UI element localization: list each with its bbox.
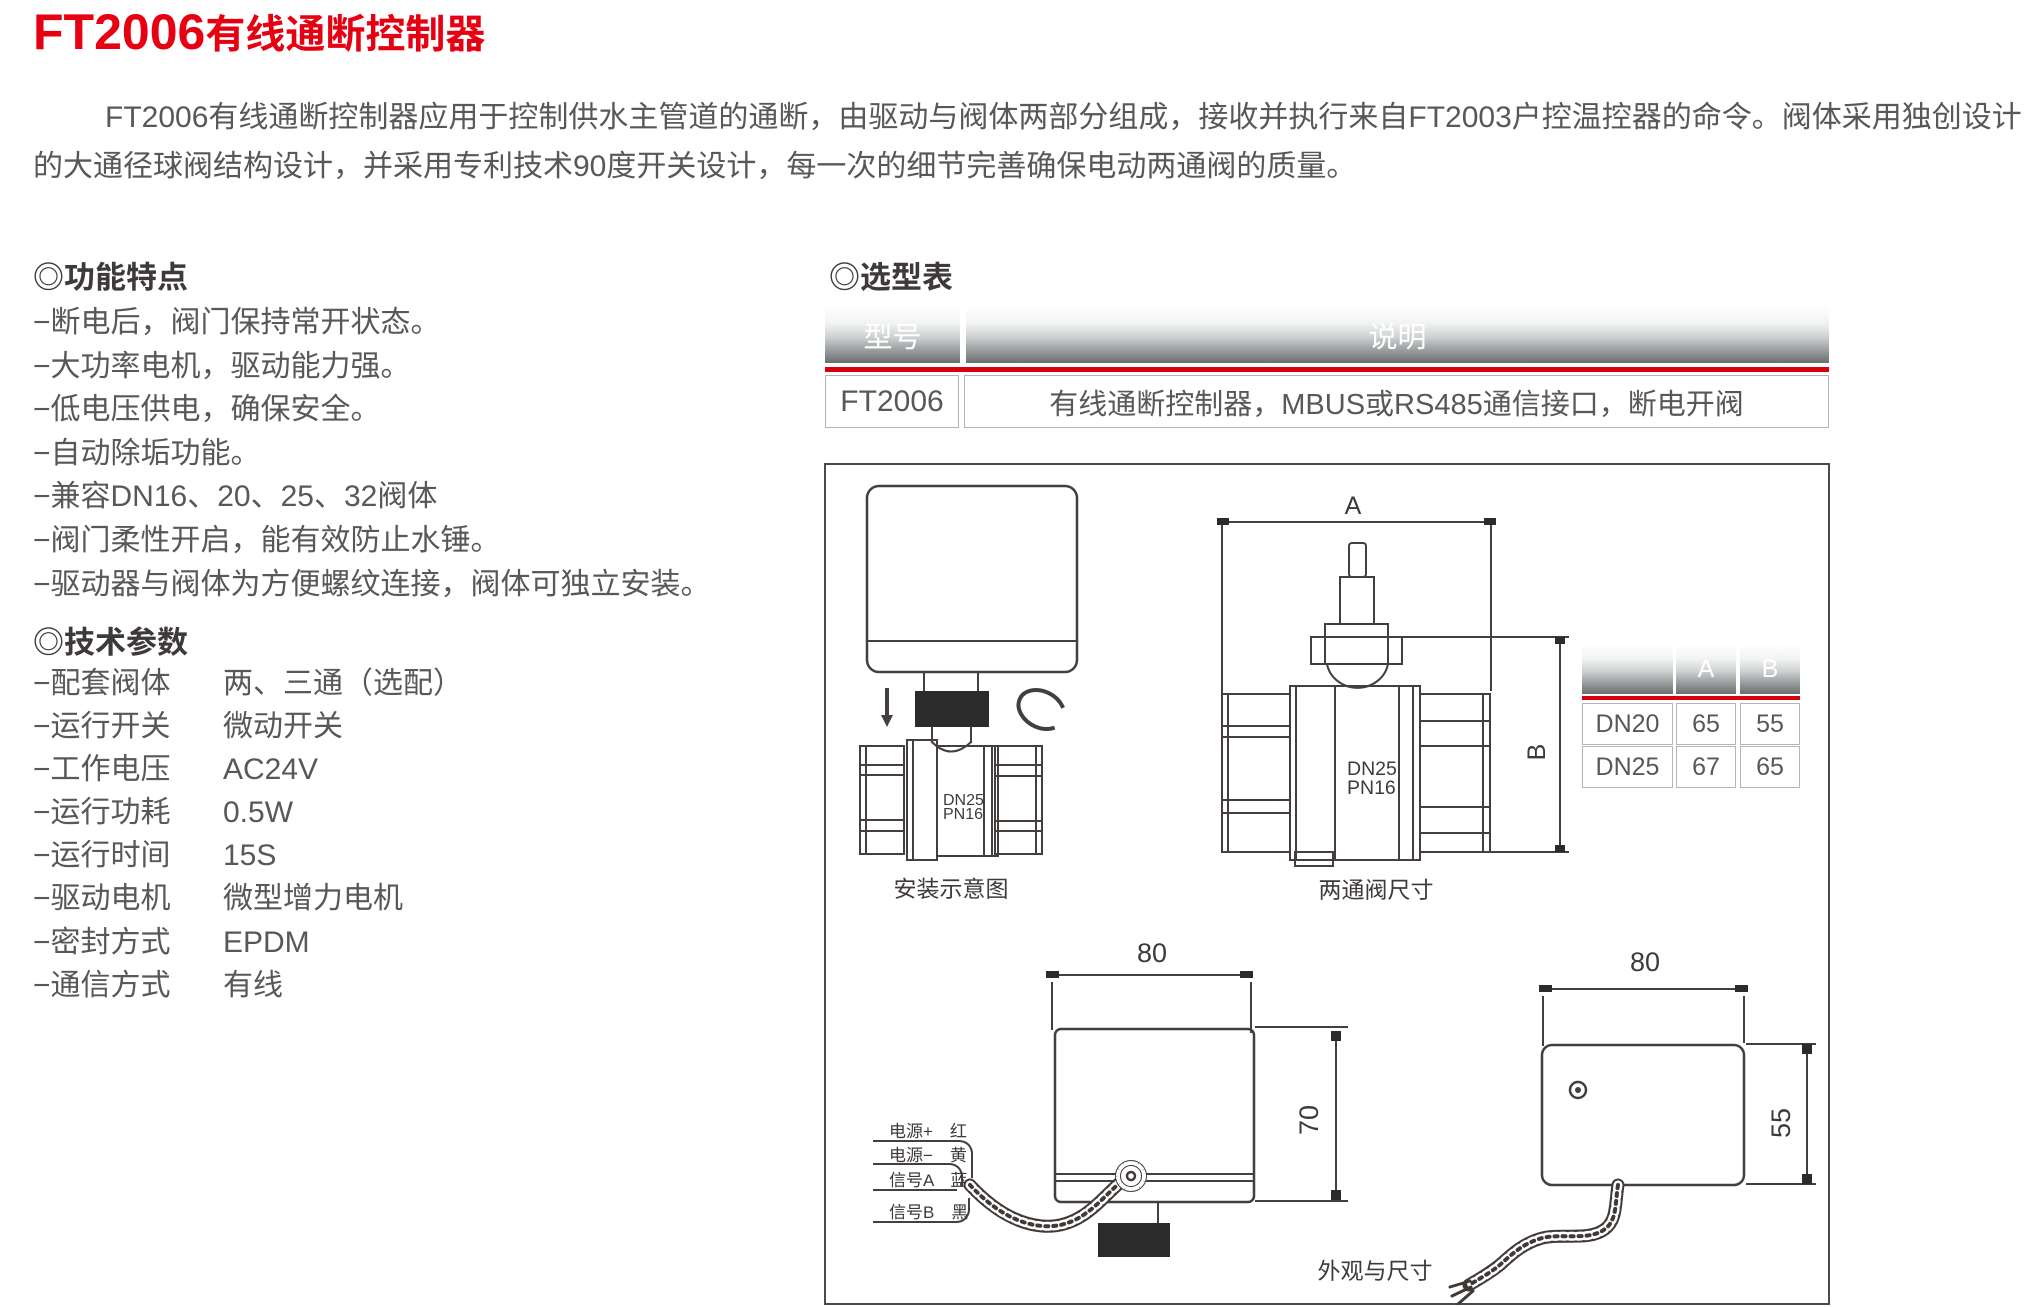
- svg-text:55: 55: [1766, 1108, 1796, 1138]
- svg-text:信号B 黑: 信号B 黑: [889, 1203, 968, 1222]
- svg-text:电源− 黄: 电源− 黄: [889, 1146, 967, 1165]
- svg-text:80: 80: [1630, 947, 1660, 977]
- svg-text:DN25: DN25: [1347, 758, 1397, 780]
- svg-text:B: B: [1523, 744, 1551, 761]
- svg-text:信号A 蓝: 信号A 蓝: [889, 1171, 967, 1190]
- svg-text:两通阀尺寸: 两通阀尺寸: [1319, 877, 1434, 903]
- svg-text:安装示意图: 安装示意图: [894, 876, 1009, 902]
- svg-text:PN16: PN16: [943, 806, 983, 823]
- svg-text:80: 80: [1137, 938, 1167, 968]
- svg-text:电源+ 红: 电源+ 红: [889, 1122, 967, 1141]
- svg-text:A: A: [1345, 492, 1362, 520]
- svg-text:DN25: DN25: [943, 792, 984, 809]
- svg-text:70: 70: [1294, 1105, 1324, 1135]
- svg-text:外观与尺寸: 外观与尺寸: [1318, 1258, 1433, 1284]
- svg-text:PN16: PN16: [1347, 777, 1396, 799]
